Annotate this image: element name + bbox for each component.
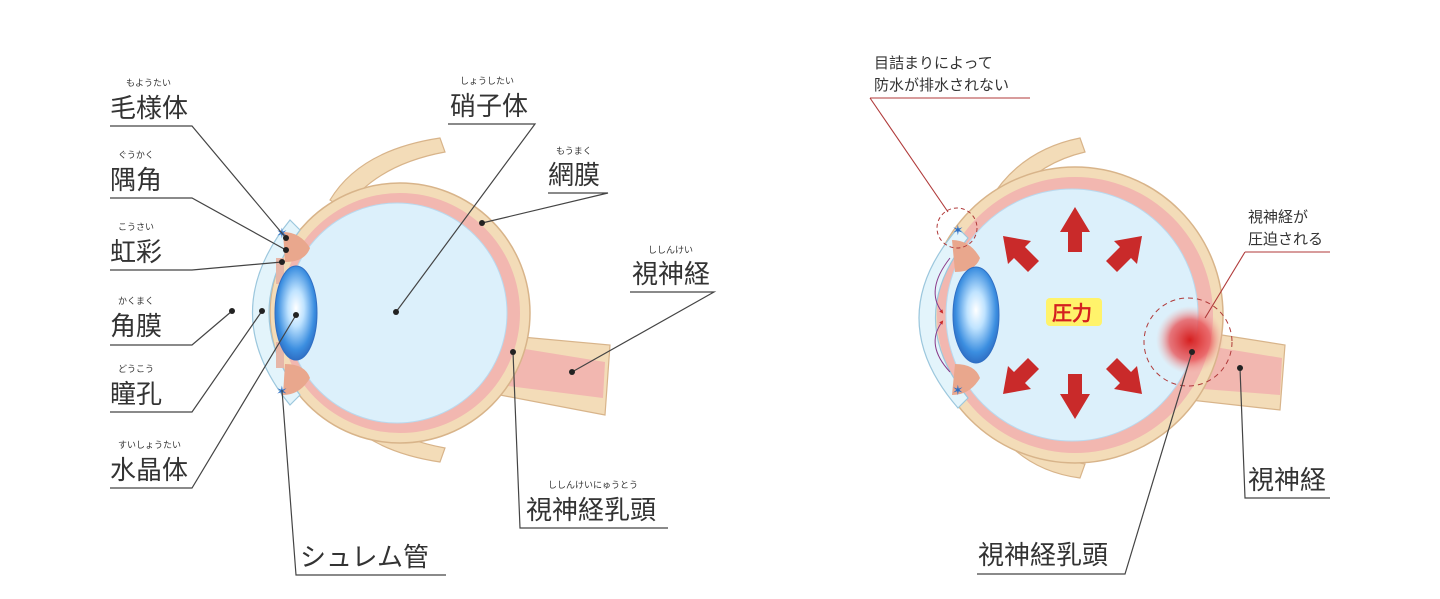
optic-disc-ruby: ししんけいにゅうとう (548, 480, 638, 491)
blockage-note-1: 目詰まりによって (874, 54, 993, 72)
iris-label: 虹彩 (110, 238, 162, 268)
pupil-ruby: どうこう (118, 364, 154, 375)
lens-r (952, 266, 1000, 364)
left-labels: もようたい 毛様体 ぐうかく 隅角 こうさい 虹彩 かくまく 角膜 どうこう 瞳… (110, 76, 710, 573)
lens-ruby: すいしょうたい (118, 440, 181, 451)
blockage-note-2: 防水が排水されない (874, 76, 1009, 94)
lens-label: 水晶体 (110, 456, 188, 486)
optic-nerve-label-r: 視神経 (1248, 466, 1326, 496)
compress-note-2: 圧迫される (1248, 230, 1323, 248)
right-leaders (869, 97, 1330, 575)
disc-compression (1156, 306, 1224, 374)
ciliary-body-bottom (283, 364, 310, 395)
ciliary-body-label: 毛様体 (110, 94, 188, 124)
pressure-label: 圧力 (1052, 301, 1092, 325)
disc-circle (1143, 297, 1233, 387)
iris-top (276, 258, 284, 284)
left-leaders (110, 123, 717, 576)
cornea-label: 角膜 (110, 312, 162, 342)
vitreous-label: 硝子体 (450, 92, 528, 122)
angle-label: 隅角 (110, 166, 162, 196)
cornea-ruby: かくまく (118, 296, 154, 307)
vitreous-ruby: しょうしたい (460, 76, 514, 87)
pupil-label: 瞳孔 (110, 380, 162, 410)
optic-disc-label: 視神経乳頭 (526, 496, 656, 526)
block-mark-top: ✶ (952, 223, 964, 239)
right-eye: ✶ ✶ 圧力 (918, 137, 1286, 479)
cornea-r (918, 227, 969, 409)
ciliary-body-top (283, 232, 310, 262)
ciliary-body-ruby: もようたい (126, 78, 171, 89)
retina-label: 網膜 (548, 161, 600, 191)
right-labels: 目詰まりによって 防水が排水されない 視神経が 圧迫される 視神経 視神経乳頭 (874, 54, 1326, 571)
optic-nerve-ruby: ししんけい (648, 245, 693, 256)
iris-ruby: こうさい (118, 222, 154, 233)
optic-nerve-core (500, 345, 605, 398)
pressure-badge (1046, 298, 1102, 326)
iris-bottom (276, 342, 284, 368)
cornea (252, 219, 301, 406)
block-mark-bottom: ✶ (952, 383, 964, 399)
retina-ruby: もうまく (556, 146, 592, 157)
pressure-arrows (1003, 207, 1142, 419)
optic-nerve-label: 視神経 (632, 260, 710, 290)
schlemm-label: シュレム管 (300, 543, 429, 573)
angle-ruby: ぐうかく (118, 150, 154, 161)
compress-note-1: 視神経が (1248, 208, 1308, 226)
optic-disc-label-r: 視神経乳頭 (978, 541, 1108, 571)
ciliary-r-bottom (952, 364, 980, 395)
blockage-circle (936, 207, 978, 249)
